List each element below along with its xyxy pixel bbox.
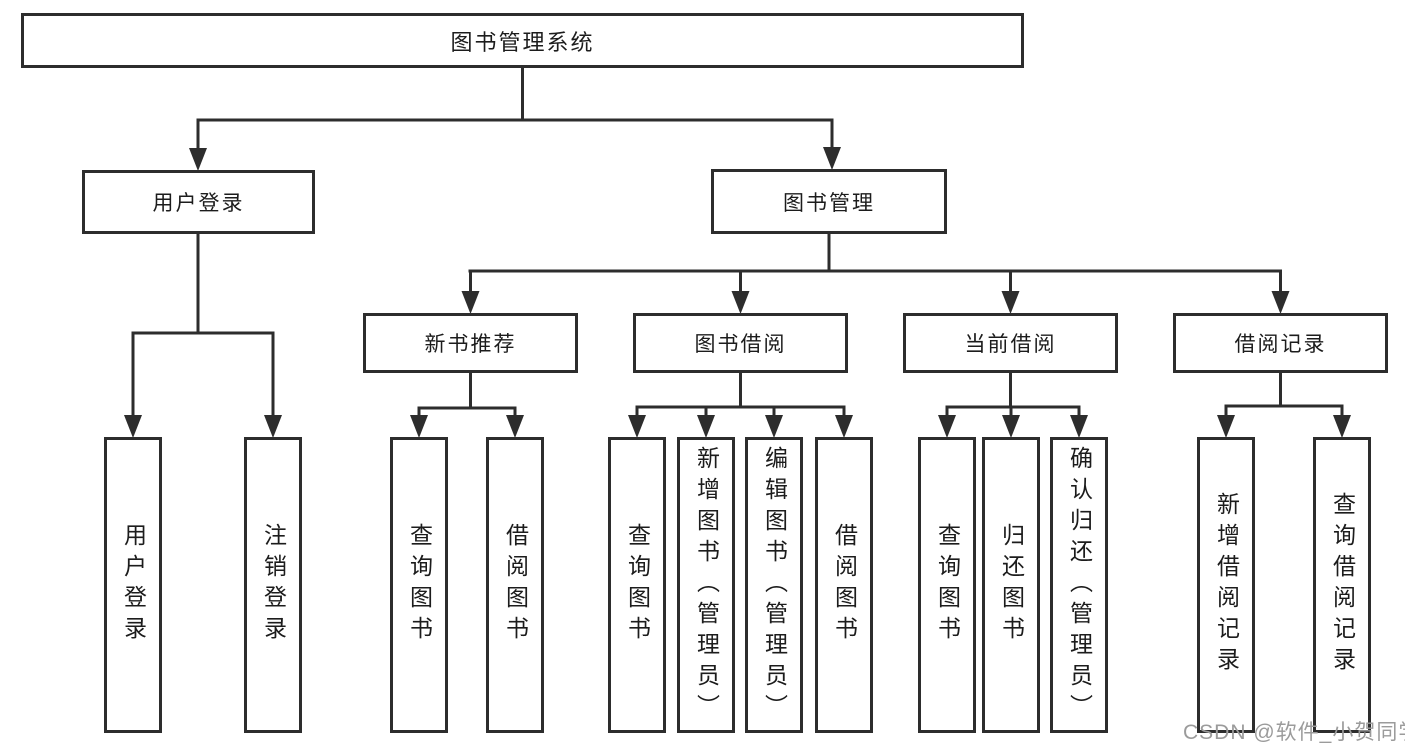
arrowhead-icon (938, 415, 956, 438)
arrowhead-icon (1001, 291, 1020, 314)
arrowhead-icon (765, 415, 783, 438)
leaf-user-login: 用户登录 (104, 437, 162, 733)
leaf-borrow-books-borrowing: 借阅图书 (815, 437, 873, 733)
arrowhead-icon (1002, 415, 1020, 438)
node-root: 图书管理系统 (21, 13, 1024, 68)
leaf-label: 借阅图书 (502, 523, 529, 647)
leaf-query-books-current: 查询图书 (918, 437, 976, 733)
node-label: 用户登录 (152, 192, 245, 215)
arrowhead-icon (410, 415, 428, 438)
node-book-management: 图书管理 (711, 169, 947, 234)
edge-borrowing-to-leaves (635, 373, 846, 417)
leaf-label: 确认归还（管理员） (1066, 445, 1093, 725)
arrowhead-icon (835, 415, 853, 438)
arrowhead-icon (1333, 415, 1351, 438)
connector-edges (131, 68, 1344, 417)
leaf-label: 查询图书 (624, 523, 651, 647)
leaf-query-books-recommend: 查询图书 (390, 437, 448, 733)
leaf-label: 借阅图书 (831, 523, 858, 647)
arrowhead-icon (1217, 415, 1235, 438)
leaf-logout: 注销登录 (244, 437, 302, 733)
leaf-borrow-books-recommend: 借阅图书 (486, 437, 544, 733)
arrowhead-icon (731, 291, 750, 314)
leaf-label: 注销登录 (260, 523, 287, 647)
arrowhead-icon (697, 415, 715, 438)
leaf-label: 查询图书 (406, 523, 433, 647)
leaf-label: 归还图书 (998, 523, 1025, 647)
edge-book-management-to-level3 (468, 234, 1282, 293)
leaf-return-book: 归还图书 (982, 437, 1040, 733)
arrowhead-icon (264, 415, 282, 438)
arrowhead-icon (1070, 415, 1088, 438)
edge-current-to-leaves (945, 373, 1081, 417)
edge-root-to-level2 (196, 68, 834, 150)
leaf-edit-book-admin: 编辑图书（管理员） (745, 437, 803, 733)
node-borrow-records: 借阅记录 (1173, 313, 1388, 373)
leaf-confirm-return-admin: 确认归还（管理员） (1050, 437, 1108, 733)
leaf-label: 新增图书（管理员） (693, 445, 720, 725)
node-user-login: 用户登录 (82, 170, 315, 234)
node-label: 图书管理 (783, 191, 875, 215)
arrowhead-icon (461, 291, 480, 314)
leaf-label: 编辑图书（管理员） (761, 445, 788, 725)
csdn-watermark: CSDN @软件_小贺同学 (1183, 721, 1405, 744)
edge-recommend-to-leaves (417, 373, 517, 417)
node-root-label: 图书管理系统 (450, 29, 595, 55)
leaf-add-book-admin: 新增图书（管理员） (677, 437, 735, 733)
node-label: 新书推荐 (424, 333, 517, 356)
arrowhead-icon (124, 415, 142, 438)
leaf-label: 新增借阅记录 (1213, 492, 1240, 678)
node-label: 图书借阅 (694, 333, 787, 356)
leaf-label: 查询图书 (934, 523, 961, 647)
edge-records-to-leaves (1224, 373, 1344, 417)
leaf-label: 查询借阅记录 (1329, 492, 1356, 678)
arrowhead-icon (1271, 291, 1290, 314)
leaf-add-borrow-record: 新增借阅记录 (1197, 437, 1255, 733)
leaf-label: 用户登录 (120, 523, 147, 647)
leaf-query-borrow-record: 查询借阅记录 (1313, 437, 1371, 733)
node-label: 借阅记录 (1234, 333, 1327, 356)
node-label: 当前借阅 (964, 333, 1057, 356)
arrowhead-icon (628, 415, 646, 438)
node-new-book-recommend: 新书推荐 (363, 313, 578, 373)
arrowhead-icon (189, 148, 207, 171)
arrowhead-icon (823, 147, 841, 170)
edge-user-login-to-leaves (131, 234, 275, 417)
node-current-borrowing: 当前借阅 (903, 313, 1118, 373)
leaf-query-books-borrowing: 查询图书 (608, 437, 666, 733)
arrowhead-icon (506, 415, 524, 438)
node-book-borrowing: 图书借阅 (633, 313, 848, 373)
arrowheads (124, 147, 1351, 438)
